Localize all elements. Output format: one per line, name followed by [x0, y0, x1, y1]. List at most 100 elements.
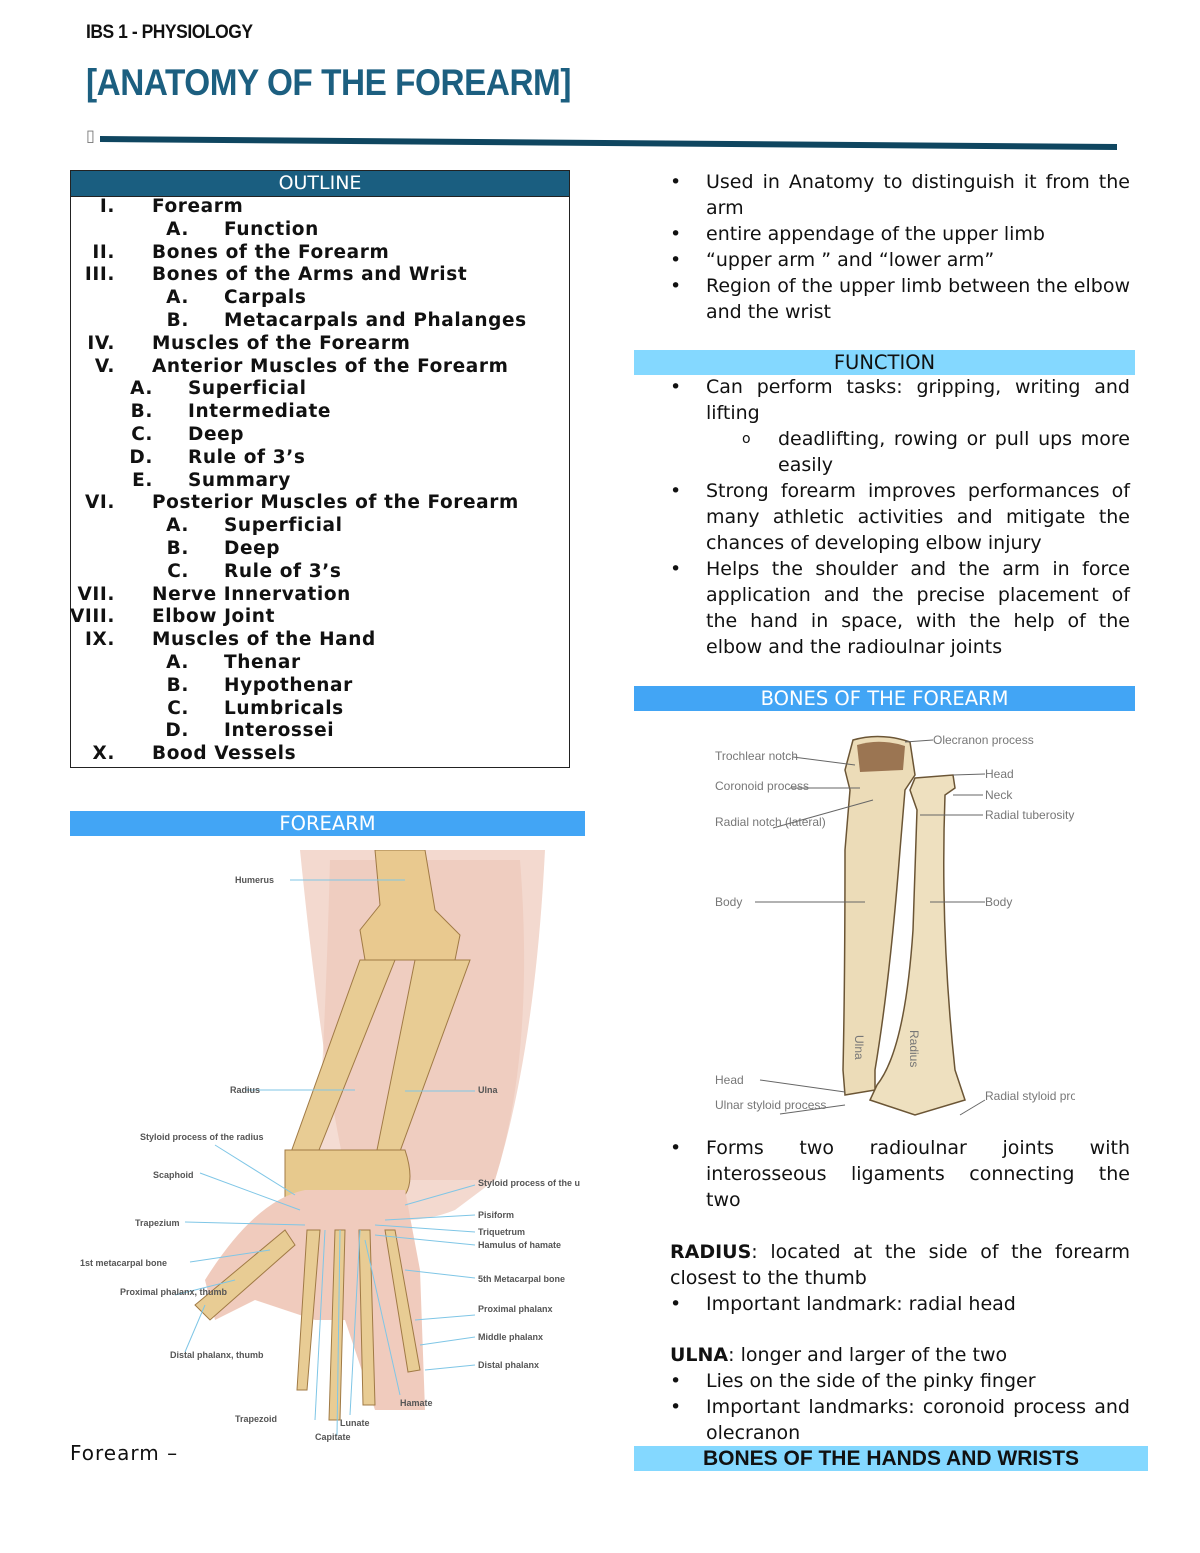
ulna-block: ULNA: longer and larger of the two Lies … — [670, 1342, 1130, 1446]
function-bullets: Can perform tasks: gripping, writing and… — [670, 374, 1130, 660]
figure-label: Hamulus of hamate — [478, 1240, 561, 1250]
outline-item-number: A. — [130, 378, 153, 400]
figure-label: Triquetrum — [478, 1227, 525, 1237]
outline-item-number: VIII. — [70, 606, 115, 628]
outline-item-number: X. — [92, 743, 115, 765]
placeholder-glyph: ▯ — [86, 126, 95, 145]
outline-item-label: Posterior Muscles of the Forearm — [152, 492, 519, 514]
outline-item-label: Superficial — [224, 515, 343, 537]
figure-label: Distal phalanx, thumb — [170, 1350, 264, 1360]
outline-item-label: Rule of 3’s — [224, 560, 342, 582]
figure-label: Body — [985, 895, 1012, 909]
figure-label: Lunate — [340, 1418, 370, 1428]
figure-label: 5th Metacarpal bone — [478, 1274, 565, 1284]
outline-item-number: IV. — [87, 332, 115, 354]
outline-item-label: Muscles of the Forearm — [152, 332, 411, 354]
outline-item-label: Nerve Innervation — [152, 583, 351, 605]
function-bullet: Strong forearm improves performances of … — [670, 478, 1130, 556]
figure-label: Head — [985, 767, 1014, 781]
figure-label: Middle phalanx — [478, 1332, 543, 1342]
figure-label: Capitate — [315, 1432, 351, 1442]
figure-label: Distal phalanx — [478, 1360, 539, 1370]
outline-item-number: A. — [166, 218, 189, 240]
outline-item-label: Elbow Joint — [152, 606, 276, 628]
outline-heading: OUTLINE — [71, 171, 569, 197]
figure-label: Proximal phalanx — [478, 1304, 553, 1314]
outline-item-label: Superficial — [188, 378, 307, 400]
figure-label: Pisiform — [478, 1210, 514, 1220]
outline-item-label: Interossei — [224, 720, 335, 742]
outline-item-number: E. — [132, 469, 153, 491]
ulna-term: ULNA — [670, 1344, 729, 1366]
page-title: [ANATOMY OF THE FOREARM] — [86, 62, 571, 103]
forearm-caption: Forearm – — [70, 1441, 179, 1465]
figure-label: Styloid process of the ulna — [478, 1178, 580, 1188]
function-bullet: Can perform tasks: gripping, writing and… — [670, 374, 1130, 478]
outline-item-label: Rule of 3’s — [188, 446, 306, 468]
joints-bullet-block: Forms two radioulnar joints with interos… — [670, 1135, 1130, 1213]
figure-label: 1st metacarpal bone — [80, 1258, 167, 1268]
figure-label: Scaphoid — [153, 1170, 194, 1180]
intro-bullet: Region of the upper limb between the elb… — [670, 273, 1130, 325]
function-bullet: Helps the shoulder and the arm in force … — [670, 556, 1130, 660]
figure-label: Body — [715, 895, 742, 909]
figure-label: Ulna — [478, 1085, 498, 1095]
outline-item-number: VI. — [84, 492, 115, 514]
ulna-bullet: Important landmarks: coronoid process an… — [670, 1394, 1130, 1446]
joints-bullet: Forms two radioulnar joints with interos… — [670, 1135, 1130, 1213]
figure-label: Trochlear notch — [715, 749, 798, 763]
radius-term: RADIUS — [670, 1241, 752, 1263]
outline-item-label: Intermediate — [188, 401, 332, 423]
radius-block: RADIUS: located at the side of the forea… — [670, 1239, 1130, 1317]
outline-item-number: V. — [94, 355, 115, 377]
figure-label: Ulna — [852, 1035, 866, 1060]
outline-item-label: Hypothenar — [224, 674, 353, 696]
figure-label: Coronoid process — [715, 779, 809, 793]
outline-item-label: Deep — [224, 538, 281, 559]
figure-label: Neck — [985, 788, 1013, 802]
outline-item-label: Function — [224, 218, 319, 240]
outline-item-label: Thenar — [224, 652, 301, 673]
intro-bullet: Used in Anatomy to distinguish it from t… — [670, 169, 1130, 221]
outline-item-number: VII. — [77, 583, 115, 605]
outline-item-label: Lumbricals — [224, 697, 344, 719]
outline-item-label: Muscles of the Hand — [152, 629, 376, 651]
outline-item-number: I. — [99, 196, 115, 217]
outline-item-label: Carpals — [224, 287, 307, 309]
outline-item-label: Bones of the Forearm — [152, 241, 390, 263]
figure-label: Trapezium — [135, 1218, 180, 1228]
figure-label: Radial notch (lateral) — [715, 815, 826, 829]
outline-item-number: III. — [84, 264, 115, 286]
intro-bullets: Used in Anatomy to distinguish it from t… — [670, 169, 1130, 325]
ulna-bullet: Lies on the side of the pinky finger — [670, 1368, 1130, 1394]
figure-label: Head — [715, 1073, 744, 1087]
figure-label: Radial tuberosity — [985, 808, 1074, 822]
outline-item-label: Bones of the Arms and Wrist — [152, 264, 468, 286]
outline-item-number: IX. — [85, 629, 115, 651]
figure-label: Humerus — [235, 875, 274, 885]
intro-bullet: entire appendage of the upper limb — [670, 221, 1130, 247]
figure-label: Radial styloid process — [985, 1089, 1075, 1103]
intro-bullet: “upper arm ” and “lower arm” — [670, 247, 1130, 273]
outline-item-number: B. — [166, 538, 189, 559]
figure-label: Hamate — [400, 1398, 433, 1408]
outline-item-number: B. — [130, 401, 153, 423]
forearm-heading: FOREARM — [70, 811, 585, 836]
outline-item-label: Forearm — [152, 196, 244, 217]
outline-item-label: Anterior Muscles of the Forearm — [152, 355, 509, 377]
outline-item-number: D. — [165, 720, 189, 742]
outline-item-number: A. — [166, 515, 189, 537]
title-divider — [100, 136, 1117, 150]
outline-item-number: B. — [166, 674, 189, 696]
figure-label: Olecranon process — [933, 733, 1034, 747]
ulna-definition: : longer and larger of the two — [728, 1344, 1008, 1366]
course-header: IBS 1 - PHYSIOLOGY — [86, 22, 253, 43]
outline-item-number: C. — [167, 560, 189, 582]
hands-wrists-heading: BONES OF THE HANDS AND WRISTS — [634, 1446, 1148, 1471]
figure-label: Radius — [907, 1030, 921, 1067]
bones-heading: BONES OF THE FOREARM — [634, 686, 1135, 711]
function-sub-bullet: deadlifting, rowing or pull ups more eas… — [742, 426, 1130, 478]
